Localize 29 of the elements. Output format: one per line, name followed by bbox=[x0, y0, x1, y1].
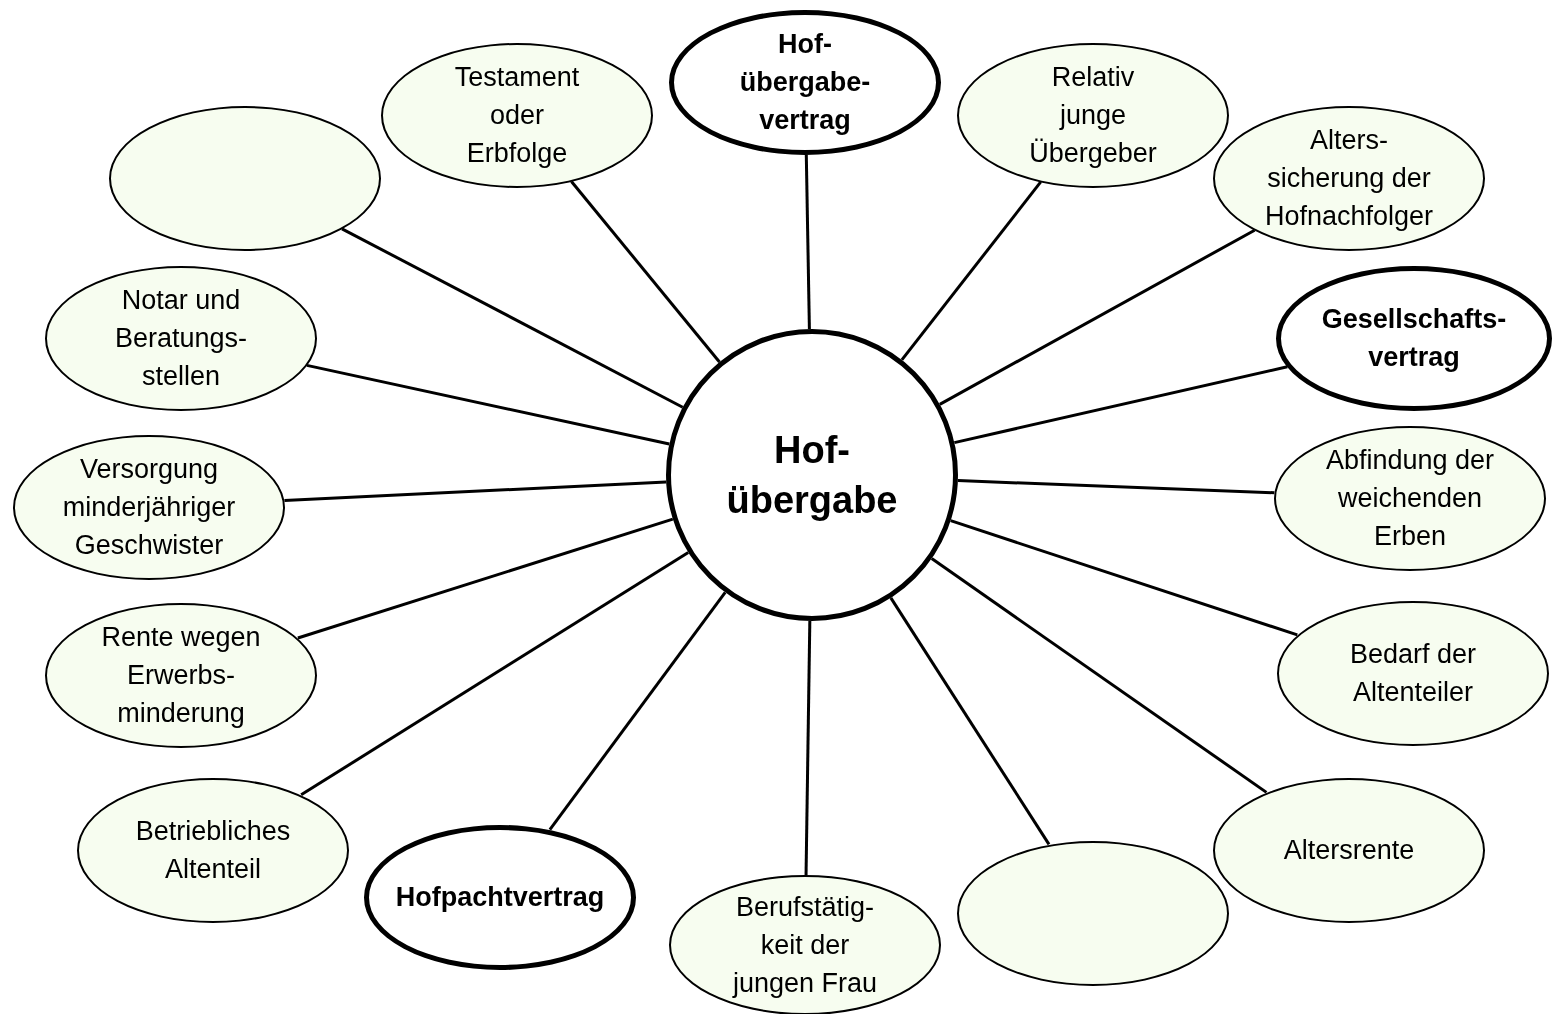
connector-line bbox=[341, 227, 684, 409]
connector-line bbox=[284, 480, 667, 502]
topic-label: Gesellschafts- vertrag bbox=[1320, 303, 1508, 374]
topic-label: Alters- sicherung der Hofnachfolger bbox=[1263, 124, 1435, 233]
connector-line bbox=[900, 181, 1042, 361]
topic-label: Relativ junge Übergeber bbox=[1028, 61, 1158, 170]
connector-line bbox=[804, 620, 812, 876]
topic-label: Rente wegen Erwerbs- minderung bbox=[100, 621, 262, 730]
topic-label: Betriebliches Altenteil bbox=[134, 815, 292, 886]
connector-line bbox=[297, 517, 674, 640]
connector-line bbox=[939, 228, 1256, 406]
topic-label: Abfindung der weichenden Erben bbox=[1324, 444, 1496, 553]
connector-line bbox=[889, 597, 1051, 846]
connector-line bbox=[570, 180, 721, 364]
hub-title: Hof- übergabe bbox=[725, 428, 899, 523]
topic-label: Hofpachtvertrag bbox=[394, 881, 606, 914]
topic-label: Testament oder Erbfolge bbox=[453, 61, 581, 170]
topic-label: Bedarf der Altenteiler bbox=[1348, 638, 1478, 709]
connector-line bbox=[930, 557, 1268, 794]
connector-line bbox=[957, 479, 1275, 495]
topic-label: Hof- übergabe- vertrag bbox=[738, 28, 872, 137]
connector-line bbox=[306, 363, 670, 446]
connector-line bbox=[950, 519, 1298, 637]
topic-label: Altersrente bbox=[1282, 834, 1416, 867]
topic-label: Berufstätig- keit der jungen Frau bbox=[731, 891, 879, 1000]
topic-label: Versorgung minderjähriger Geschwister bbox=[61, 453, 237, 562]
topic-label: Notar und Beratungs- stellen bbox=[113, 284, 249, 393]
connector-line bbox=[300, 551, 690, 797]
connector-line bbox=[804, 154, 811, 330]
